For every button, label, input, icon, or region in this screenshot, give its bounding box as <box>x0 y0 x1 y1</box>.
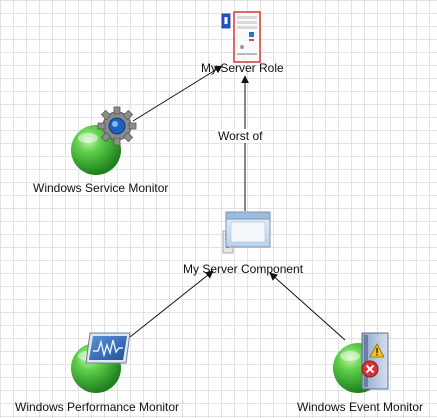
edge-performance-to-component <box>129 270 214 338</box>
edge-label-worst-of: Worst of <box>215 129 266 143</box>
server-component-window-icon[interactable] <box>222 211 271 254</box>
node-label-event-monitor: Windows Event Monitor <box>297 400 424 414</box>
gear-monitor-icon[interactable] <box>71 106 137 175</box>
node-label-server-component: My Server Component <box>183 262 304 276</box>
edge-event-to-component <box>269 272 346 341</box>
node-label-server-role: My Server Role <box>201 61 284 75</box>
server-tower-icon[interactable] <box>221 11 261 63</box>
edge-service-to-role <box>132 65 223 122</box>
event-log-monitor-icon[interactable] <box>333 332 389 393</box>
performance-graph-monitor-icon[interactable] <box>71 332 131 393</box>
node-label-service-monitor: Windows Service Monitor <box>33 181 169 195</box>
node-label-performance-monitor: Windows Performance Monitor <box>15 400 180 414</box>
